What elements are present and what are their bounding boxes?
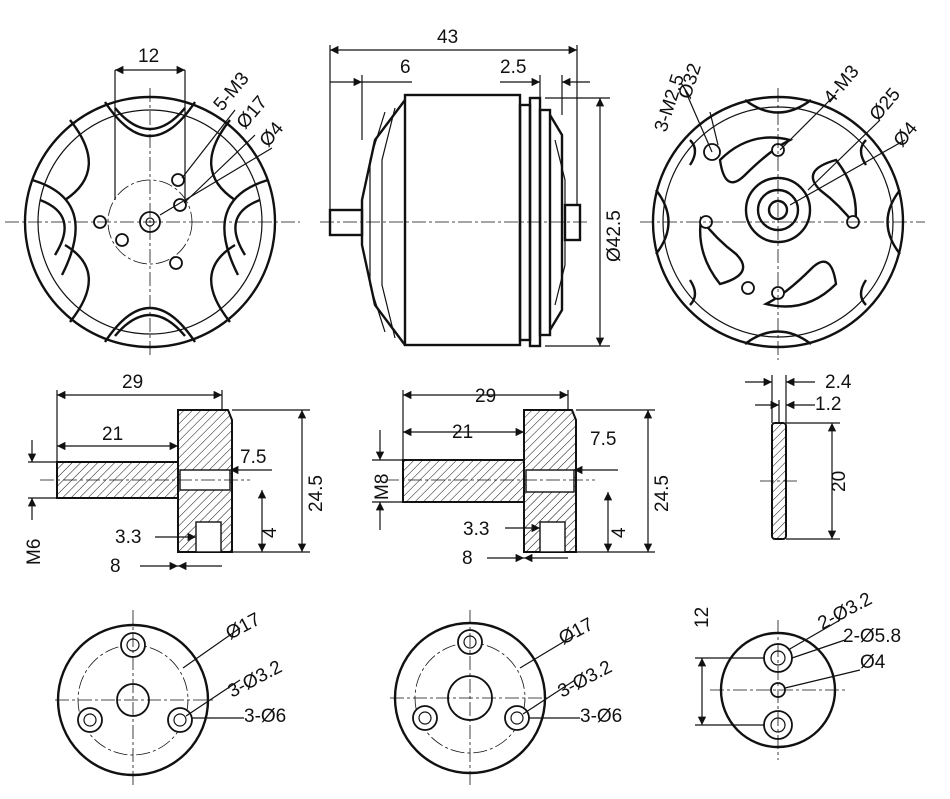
flange-m8-dim-3d3-2: 3-Ø3.2	[554, 657, 615, 703]
side-dim-6: 6	[400, 57, 411, 78]
m8-dim-4: 4	[609, 527, 630, 538]
m6-dim-4: 4	[260, 527, 281, 538]
m6-thread: M6	[24, 539, 45, 565]
flange-m8-dim-3d6: 3-Ø6	[580, 706, 622, 727]
plate-dim-2d5-8: 2-Ø5.8	[843, 626, 901, 647]
flange-m8-view: Ø17 3-Ø3.2 3-Ø6	[390, 610, 622, 785]
flange-m6-dim-3d3-2: 3-Ø3.2	[224, 657, 285, 703]
small-plate-view: 12 2-Ø3.2 2-Ø5.8 Ø4	[692, 589, 901, 760]
m6-dim-7-5: 7.5	[240, 447, 266, 468]
m8-dim-29: 29	[475, 386, 496, 407]
m8-thread: M8	[372, 474, 393, 500]
flange-m6-dim-3d6: 3-Ø6	[244, 706, 286, 727]
flange-m8-dim-d17: Ø17	[555, 614, 597, 649]
plate-dim-d4: Ø4	[860, 652, 886, 673]
washer-dim-20: 20	[829, 471, 850, 492]
m8-dim-7-5: 7.5	[590, 429, 616, 450]
side-view: 43 6 2.5 Ø42.5	[320, 27, 625, 348]
rear-view: Ø32 3-M2.5 4-M3 Ø25 Ø4	[640, 61, 925, 360]
m6-dim-3-3: 3.3	[115, 527, 141, 548]
front-dim-12: 12	[138, 46, 159, 67]
flange-m6-dim-d17: Ø17	[222, 609, 264, 644]
front-view: 12 5-M3 Ø17 Ø4	[5, 46, 300, 355]
m8-dim-8: 8	[462, 548, 473, 569]
adapter-m8-section: 29 21 7.5 24.5 4 3.3 8 M8	[372, 386, 673, 569]
adapter-m6-section: 29 21 7.5 24.5 4 3.3 8 M6	[24, 372, 327, 577]
m8-dim-3-3: 3.3	[463, 519, 489, 540]
washer-dim-2-4: 2.4	[825, 372, 852, 393]
front-dim-d4: Ø4	[256, 118, 289, 151]
m6-dim-21: 21	[102, 424, 123, 445]
m8-dim-21: 21	[452, 422, 473, 443]
rear-dim-d25: Ø25	[866, 84, 905, 125]
m8-dim-24-5: 24.5	[652, 475, 673, 512]
side-dim-2-5: 2.5	[500, 57, 526, 78]
rear-dim-4m3: 4-M3	[820, 62, 864, 109]
m6-dim-29: 29	[122, 372, 143, 393]
m6-dim-8: 8	[110, 556, 121, 577]
washer-dim-1-2: 1.2	[815, 394, 841, 415]
rear-dim-3m2-5: 3-M2.5	[651, 72, 689, 135]
washer-section: 2.4 1.2 20	[745, 372, 852, 540]
plate-dim-12: 12	[692, 607, 713, 628]
side-dim-d42-5: Ø42.5	[604, 210, 625, 262]
m6-dim-24-5: 24.5	[306, 475, 327, 512]
flange-m6-view: Ø17 3-Ø3.2 3-Ø6	[55, 609, 286, 785]
side-dim-43: 43	[437, 27, 458, 48]
